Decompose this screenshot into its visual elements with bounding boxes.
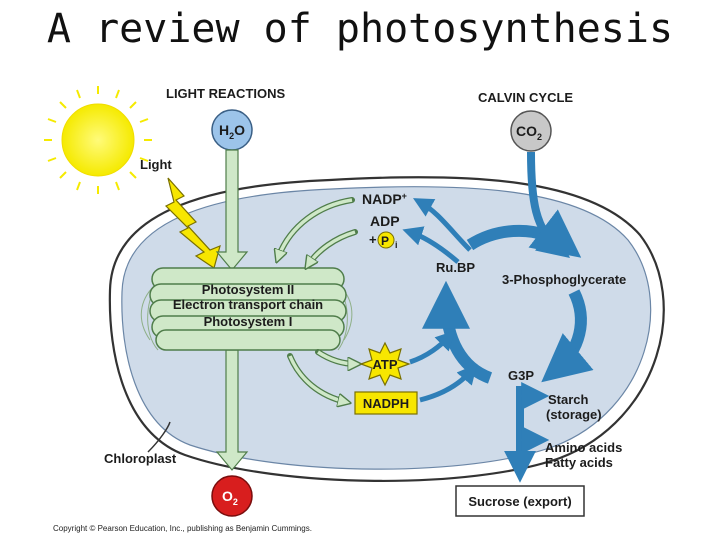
pi-subscript: i [395, 240, 398, 250]
light-label: Light [140, 157, 172, 172]
chloroplast-pointer [147, 421, 171, 453]
photosystem-i-label: Photosystem I [204, 314, 293, 329]
fatty-acids-label: Fatty acids [545, 455, 613, 470]
oxygen-arrow [215, 349, 249, 471]
to-adp-arrow [402, 226, 460, 264]
sucrose-box [455, 485, 585, 517]
phosphate-node [377, 231, 395, 249]
thylakoid-stack [140, 267, 353, 351]
to-nadp-arrow [413, 198, 472, 252]
o2-label: O [222, 488, 233, 504]
nadph-box [354, 391, 418, 415]
nadp-label: NADP [362, 191, 402, 207]
o2-node [211, 475, 253, 517]
cycle-arrow-left [422, 280, 493, 384]
co2-subscript: 2 [537, 132, 542, 142]
atp-label: ATP [372, 357, 397, 372]
rubp-label: Ru.BP [436, 260, 475, 275]
pga-label: 3-Phosphoglycerate [502, 272, 626, 287]
h2o-tail: O [234, 122, 245, 138]
pi-plus: + [369, 232, 377, 247]
calvin-cycle-header: CALVIN CYCLE [478, 90, 573, 105]
electron-transport-chain-label: Electron transport chain [173, 297, 323, 312]
h2o-label: H [219, 122, 229, 138]
nadp-superscript: + [402, 191, 407, 201]
g3p-label: G3P [508, 368, 534, 383]
light-reactions-header: LIGHT REACTIONS [166, 86, 285, 101]
atp-to-cycle-arrow [409, 330, 456, 365]
svg-text:NADP+: NADP+ [362, 191, 407, 207]
svg-text:O2: O2 [222, 488, 238, 507]
pi-p-label: P [381, 234, 389, 248]
h2o-subscript: 2 [229, 131, 234, 141]
cycle-arrow-top [466, 209, 582, 258]
chloroplast-label: Chloroplast [104, 451, 177, 466]
nadph-label: NADPH [363, 396, 409, 411]
cycle-arrow-right [541, 289, 594, 383]
svg-text:H2O: H2O [219, 122, 245, 141]
co2-label: CO [516, 123, 537, 139]
co2-node [510, 110, 552, 152]
amino-acids-label: Amino acids [545, 440, 622, 455]
atp-starburst [359, 341, 411, 387]
storage-label: (storage) [546, 407, 602, 422]
o2-subscript: 2 [233, 497, 238, 507]
copyright-notice: Copyright © Pearson Education, Inc., pub… [53, 524, 312, 533]
sucrose-label: Sucrose (export) [468, 494, 571, 509]
sun-icon [44, 86, 152, 194]
adp-label: ADP [370, 213, 400, 229]
nadph-to-cycle-arrow [419, 363, 478, 403]
svg-text:CO2: CO2 [516, 123, 542, 142]
water-arrow [215, 149, 249, 271]
slide-title: A review of photosynthesis [46, 6, 674, 52]
h2o-node [211, 109, 253, 151]
photosystem-ii-label: Photosystem II [202, 282, 294, 297]
starch-label: Starch [548, 392, 589, 407]
